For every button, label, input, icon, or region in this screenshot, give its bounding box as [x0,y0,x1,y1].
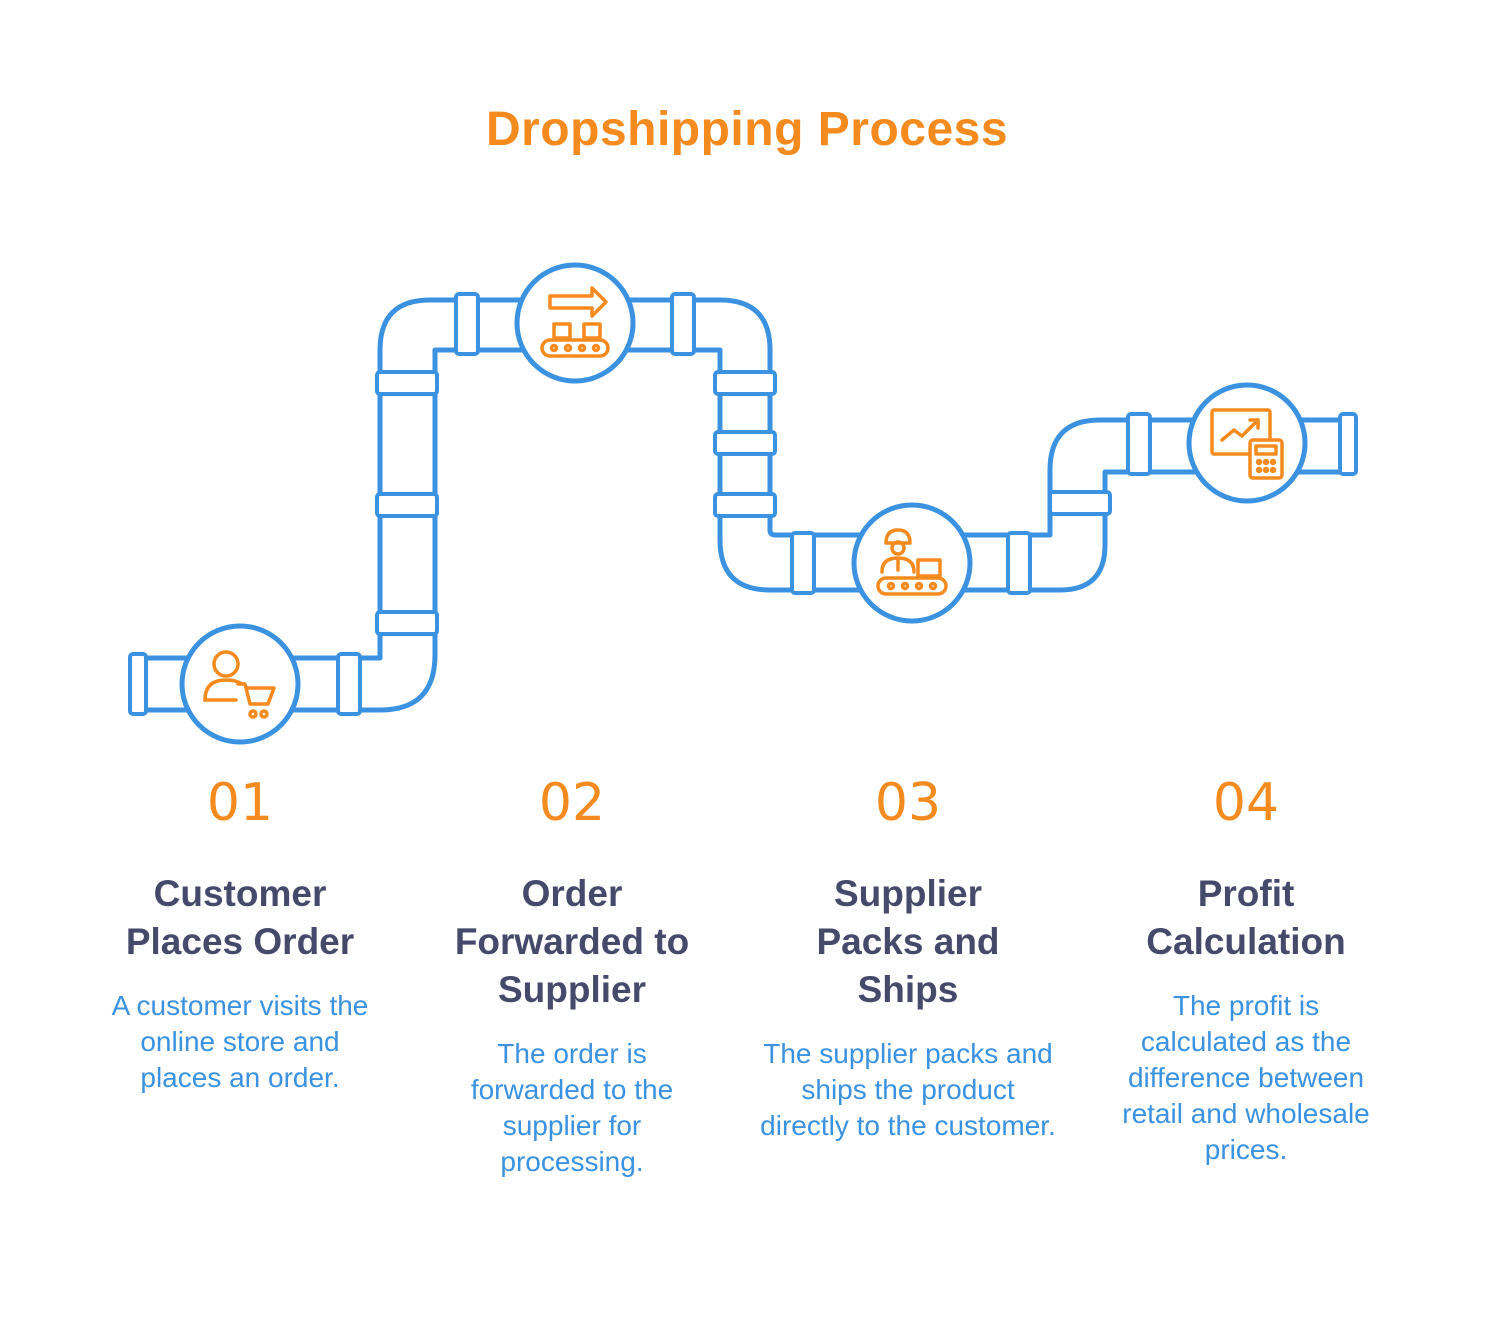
step-title: Profit Calculation [1146,873,1346,962]
step-number: 02 [538,773,606,833]
pipe-coupling [670,292,696,356]
step-title: Customer Places Order [125,873,355,962]
pipe-coupling [1126,412,1152,476]
step-node-2 [514,262,636,384]
pipe-coupling [128,652,148,716]
step-3: 03 Supplier Packs and Ships The supplier… [748,770,1068,1144]
worker-packing-icon [876,528,948,596]
chart-calculator-icon [1210,408,1284,480]
step-title: Order Forwarded to Supplier [454,873,690,1010]
step-4: 04 Profit Calculation The profit is calc… [1086,770,1406,1168]
pipe-coupling [790,531,816,595]
pipeline-diagram [128,262,1358,745]
step-title: Supplier Packs and Ships [816,873,1000,1010]
step-number: 01 [206,773,274,833]
step-2: 02 Order Forwarded to Supplier The order… [412,770,732,1180]
pipe-inner-wall [137,347,1353,713]
pipe-coupling [336,652,362,716]
pipe-coupling [1048,490,1112,516]
pipe-coupling [1338,412,1358,476]
step-description: A customer visits the online store and p… [111,990,369,1093]
step-description: The profit is calculated as the differen… [1122,990,1370,1165]
step-number: 03 [874,773,942,833]
step-number: 04 [1212,773,1280,833]
pipe-outer-wall [137,297,1353,661]
customer-cart-icon [203,650,276,719]
pipe-coupling [375,610,439,636]
pipe-coupling [713,430,777,456]
pipe-coupling [375,370,439,396]
step-1: 01 Customer Places Order A customer visi… [80,770,400,1096]
diagram-title: Dropshipping Process [485,103,1009,156]
conveyor-forward-icon [540,286,610,358]
step-description: The order is forwarded to the supplier f… [470,1038,674,1177]
pipe-coupling [454,292,480,356]
pipe-coupling [1006,531,1032,595]
pipe-coupling [713,492,777,518]
step-node-4 [1186,382,1308,504]
pipe-coupling [375,492,439,518]
step-description: The supplier packs and ships the product… [760,1038,1056,1141]
pipe-coupling [713,370,777,396]
